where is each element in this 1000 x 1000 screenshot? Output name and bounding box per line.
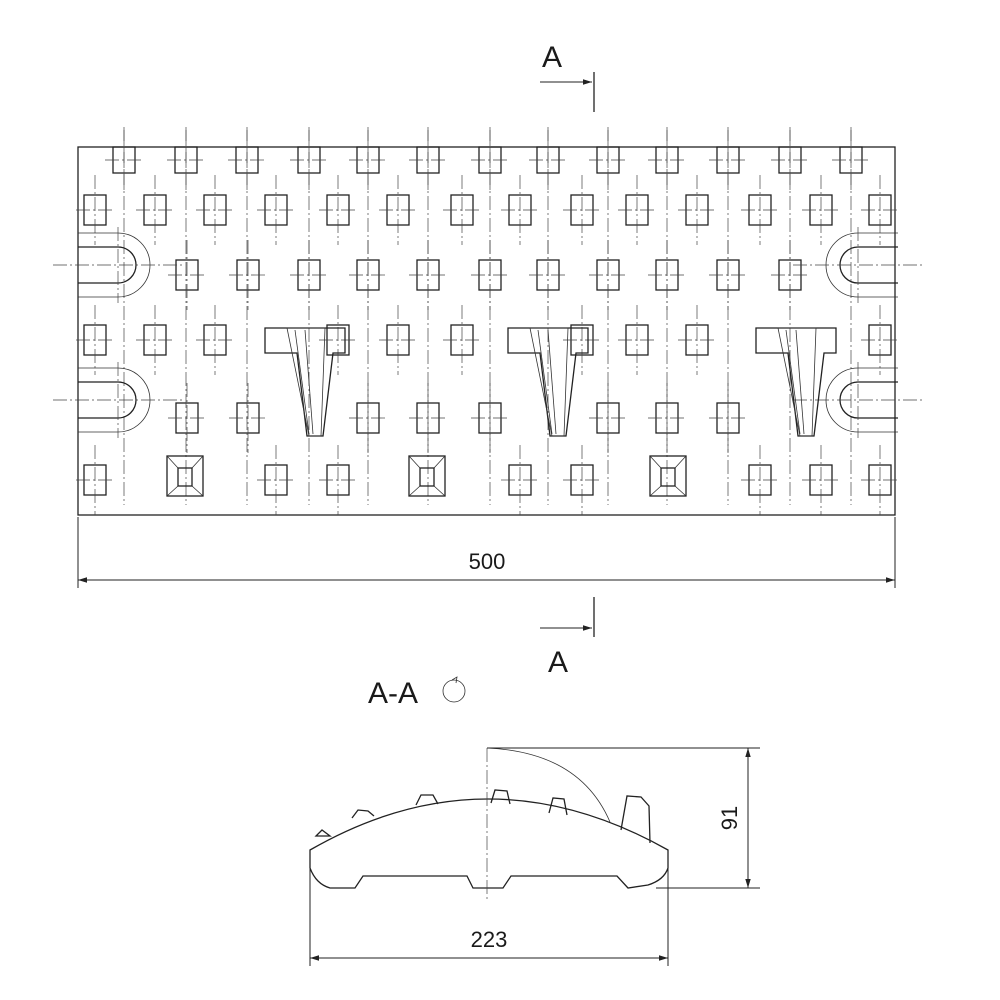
width-dimension: 500 <box>77 517 896 588</box>
pyramid-socket <box>408 455 446 497</box>
plate-outline <box>77 146 896 516</box>
stud <box>229 383 267 453</box>
stud <box>196 305 234 375</box>
wedge-rib <box>264 327 346 437</box>
stud <box>678 175 716 245</box>
wedge-rib <box>507 327 589 437</box>
width-dimension-label: 500 <box>469 549 506 574</box>
wedge-rib <box>755 327 837 437</box>
section-studs <box>314 789 651 844</box>
section-title: A-A <box>368 676 466 710</box>
mounting-slot <box>53 362 183 438</box>
stud <box>379 175 417 245</box>
height-dimension: 91 <box>487 747 760 889</box>
section-width-dimension-label: 223 <box>471 927 508 952</box>
stud <box>319 445 357 515</box>
stud <box>168 383 206 453</box>
stud <box>379 305 417 375</box>
stud <box>563 445 601 515</box>
stud <box>443 305 481 375</box>
section-marker-bottom-label: A <box>548 646 568 679</box>
stud <box>802 175 840 245</box>
stud <box>678 305 716 375</box>
stud <box>563 175 601 245</box>
section-marker-top-label: A <box>542 41 562 74</box>
rotation-icon <box>442 679 466 703</box>
mounting-slot <box>53 227 183 303</box>
stud <box>229 240 267 310</box>
height-dimension-label: 91 <box>717 806 742 830</box>
stud <box>257 445 295 515</box>
stud <box>861 445 899 515</box>
stud <box>861 175 899 245</box>
pyramid-socket <box>649 455 687 497</box>
wedge-ribs <box>264 327 837 437</box>
stud <box>76 445 114 515</box>
mounting-slot <box>793 362 923 438</box>
stud <box>443 175 481 245</box>
stud <box>618 305 656 375</box>
pyramid-socket <box>166 455 204 497</box>
stud <box>319 175 357 245</box>
stud <box>257 175 295 245</box>
stud <box>861 305 899 375</box>
stud <box>802 445 840 515</box>
stud <box>563 305 601 375</box>
section-view: 91 223 <box>309 747 760 966</box>
pyramid-sockets <box>166 455 687 497</box>
stud <box>741 445 779 515</box>
section-rotation-arc <box>486 747 611 823</box>
stud <box>136 305 174 375</box>
plan-view <box>53 127 923 516</box>
stud <box>196 175 234 245</box>
stud <box>501 175 539 245</box>
section-marker-bottom: A <box>540 597 595 679</box>
section-marker-top: A <box>540 41 595 112</box>
section-body <box>309 798 669 889</box>
stud <box>76 305 114 375</box>
stud <box>319 305 357 375</box>
stud-grid <box>76 127 899 515</box>
mounting-slots <box>53 227 923 438</box>
stud <box>501 445 539 515</box>
stud <box>618 175 656 245</box>
stud <box>168 240 206 310</box>
mounting-slot <box>793 227 923 303</box>
section-title-label: A-A <box>368 677 418 710</box>
section-width-dimension: 223 <box>309 868 669 966</box>
stud <box>136 175 174 245</box>
stud <box>741 175 779 245</box>
stud <box>76 175 114 245</box>
